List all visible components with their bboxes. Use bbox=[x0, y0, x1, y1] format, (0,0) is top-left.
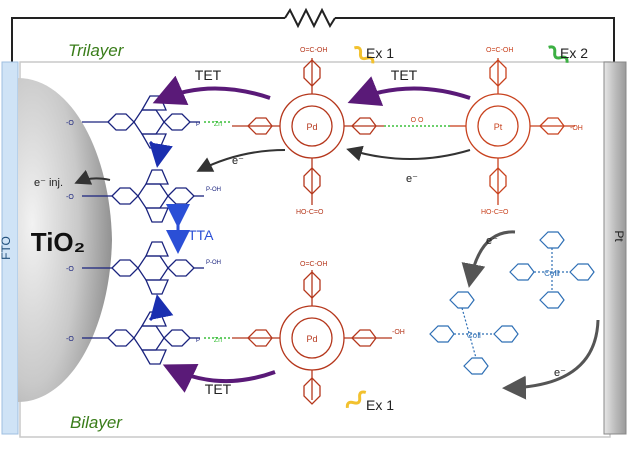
anthracene-lower-mid: P-OH -O bbox=[66, 241, 221, 295]
svg-text:HO-C=O: HO-C=O bbox=[296, 209, 324, 216]
anthracene-lower: P -O bbox=[66, 311, 200, 365]
e-cobalt-bottom-label: e⁻ bbox=[554, 367, 566, 379]
ex1-lower-label: Ex 1 bbox=[366, 397, 394, 413]
resistor-icon bbox=[284, 7, 336, 29]
pd-lower-label: Pd bbox=[306, 334, 317, 344]
ex1-upper-label: Ex 1 bbox=[366, 45, 394, 61]
fto-electrode: FTO bbox=[0, 61, 19, 435]
svg-text:-O: -O bbox=[66, 120, 74, 127]
electron-injection-arrow: e⁻ inj. bbox=[34, 169, 111, 189]
wavy-photon-icon bbox=[345, 390, 367, 409]
anthracene-mid: P-OH -O bbox=[66, 169, 221, 223]
ex1-lower: Ex 1 bbox=[345, 390, 394, 413]
svg-text:P-OH: P-OH bbox=[206, 187, 221, 193]
pt-electrode: Pt bbox=[603, 61, 627, 435]
anthracene-transfer-arrows bbox=[148, 140, 174, 322]
e-cobalt-top-label: e⁻ bbox=[486, 235, 498, 247]
pt-metal-label: Pt bbox=[494, 122, 503, 132]
electron-arrow-pd-to-anthracene: e⁻ bbox=[196, 149, 286, 172]
tet-arrow-upper-right: TET bbox=[347, 67, 471, 106]
svg-text:-O: -O bbox=[66, 266, 74, 273]
wavy-photon-icon bbox=[353, 46, 375, 64]
svg-text:O O: O O bbox=[411, 117, 424, 124]
co-lower-label: CoⅡ bbox=[467, 331, 481, 340]
electron-arrow-pt-to-pd: e⁻ bbox=[346, 145, 471, 185]
ex1-upper: Ex 1 bbox=[353, 45, 394, 64]
pd-porphyrin-upper: Pd O=C-OH HO-C=O bbox=[232, 47, 384, 216]
pt-porphyrin: Pt O=C-OH HO-C=O -OH bbox=[450, 47, 583, 216]
zn-linker-upper: Zn bbox=[204, 121, 232, 128]
zn-linker-middle: O O bbox=[384, 117, 450, 127]
external-circuit bbox=[11, 7, 615, 62]
svg-text:O=C-OH: O=C-OH bbox=[300, 261, 327, 268]
cobalt-complex-upper: CoⅢ bbox=[509, 231, 595, 309]
zn-lower-label: Zn bbox=[214, 337, 222, 344]
pt-label: Pt bbox=[612, 230, 626, 242]
ex2-label: Ex 2 bbox=[560, 45, 588, 61]
svg-text:O=C-OH: O=C-OH bbox=[300, 47, 327, 54]
tet-arrow-lower: TET bbox=[162, 363, 276, 397]
e-inj-label: e⁻ inj. bbox=[34, 177, 63, 189]
cobalt-complex-lower: CoⅡ bbox=[429, 291, 519, 375]
bilayer-label: Bilayer bbox=[70, 413, 123, 432]
svg-text:P: P bbox=[196, 338, 200, 344]
tet-lower-label: TET bbox=[205, 381, 232, 397]
pd-upper-label: Pd bbox=[306, 122, 317, 132]
tta-label: TTA bbox=[188, 227, 214, 243]
svg-text:P: P bbox=[196, 122, 200, 128]
tio2-label: TiO₂ bbox=[31, 227, 85, 257]
cobalt-cycle-arrows: e⁻ e⁻ bbox=[461, 230, 600, 400]
tta-arrow: TTA bbox=[166, 204, 214, 254]
tet-arrow-upper-left: TET bbox=[152, 67, 271, 105]
zn-upper-label: Zn bbox=[214, 121, 222, 128]
svg-text:-OH: -OH bbox=[392, 329, 405, 336]
trilayer-label: Trilayer bbox=[68, 41, 125, 60]
svg-text:-O: -O bbox=[66, 336, 74, 343]
e-upper-2-label: e⁻ bbox=[406, 173, 418, 185]
svg-text:-O: -O bbox=[66, 194, 74, 201]
tio2-particle: TiO₂ bbox=[18, 78, 112, 402]
svg-text:P-OH: P-OH bbox=[206, 260, 221, 266]
co-upper-label: CoⅢ bbox=[544, 269, 560, 278]
e-upper-1-label: e⁻ bbox=[232, 155, 244, 167]
svg-text:O=C-OH: O=C-OH bbox=[486, 47, 513, 54]
tet-upper-left-label: TET bbox=[195, 67, 222, 83]
pd-porphyrin-lower: Pd O=C-OH -OH bbox=[232, 261, 405, 405]
zn-linker-lower: Zn bbox=[204, 337, 232, 344]
ex2: Ex 2 bbox=[548, 45, 588, 63]
svg-text:HO-C=O: HO-C=O bbox=[481, 209, 509, 216]
fto-label: FTO bbox=[0, 236, 13, 260]
wavy-photon-icon bbox=[548, 45, 569, 63]
tet-upper-right-label: TET bbox=[391, 67, 418, 83]
svg-text:-OH: -OH bbox=[570, 125, 583, 132]
